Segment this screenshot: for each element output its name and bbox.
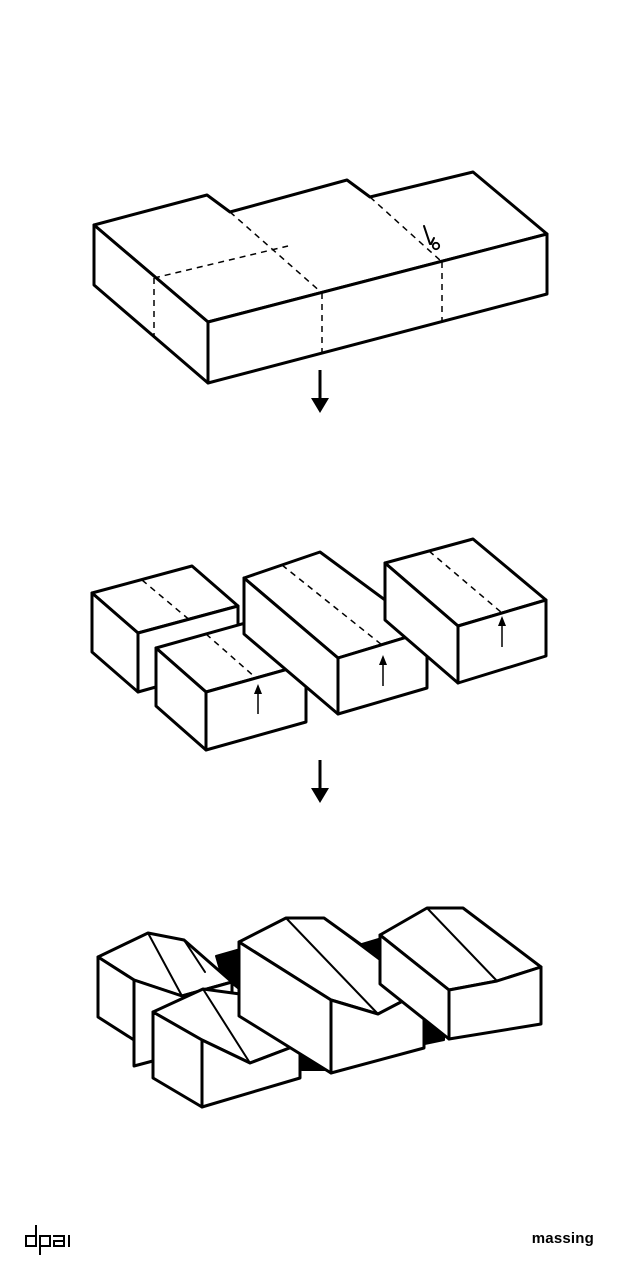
cut-line-top-1 [153, 245, 289, 279]
box-right [383, 537, 548, 685]
volume-1-front-face [206, 232, 549, 385]
house-middle [237, 916, 426, 1075]
cut-line-top-2 [229, 211, 323, 294]
diagram-caption: massing [531, 1230, 594, 1247]
lift-arrow-icon [498, 616, 506, 647]
stage-2-split-volumes [90, 537, 548, 752]
lift-arrow-icon [254, 684, 262, 714]
box-middle [242, 550, 429, 716]
stage-3-gabled-houses [96, 906, 543, 1109]
lift-arrow-icon [379, 655, 387, 686]
stage-1-single-volume [92, 170, 549, 385]
transition-arrow-1 [311, 370, 329, 413]
house-front-left [151, 987, 302, 1109]
cut-line-top-3 [369, 196, 443, 263]
scissors-icon [423, 225, 441, 251]
dpai-logo [25, 1225, 70, 1255]
transition-arrow-2 [311, 760, 329, 803]
house-right [378, 906, 543, 1041]
